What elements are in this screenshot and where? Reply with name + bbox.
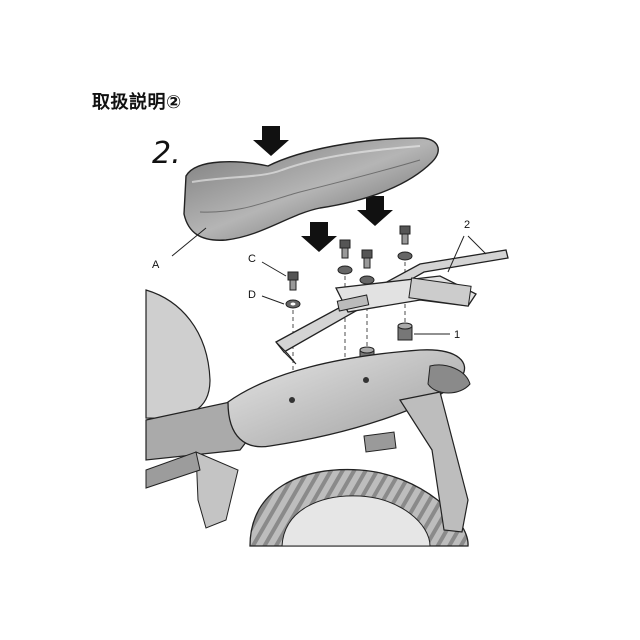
step-number: 2. (152, 136, 181, 171)
arrow-down-icon (357, 196, 393, 226)
bolt-c (397, 225, 413, 261)
turn-signal (363, 431, 397, 453)
label-1: 1 (454, 329, 460, 341)
bolt-c (287, 271, 299, 291)
label-a: A (152, 259, 160, 271)
page-title: 取扱説明② (92, 92, 182, 113)
label-2: 2 (464, 219, 470, 231)
washer-d (285, 299, 301, 309)
bolt-c (359, 249, 375, 285)
arrow-down-icon (301, 222, 337, 252)
leader-line-2 (447, 235, 465, 273)
label-d: D (248, 289, 256, 301)
leader-line-2 (467, 235, 487, 255)
footpeg-bracket (145, 451, 239, 529)
spacer-part-1 (397, 322, 413, 341)
rear-fender (399, 391, 469, 533)
leader-line-c (261, 261, 287, 277)
seat-part-a (183, 137, 439, 241)
motorcycle-tail-section (145, 289, 471, 461)
label-c: C (248, 253, 256, 265)
leader-line-a (171, 227, 207, 257)
leader-line-d (261, 295, 285, 305)
rear-rack-frame (275, 249, 509, 365)
rear-wheel (249, 468, 469, 547)
bolt-c (337, 239, 353, 275)
arrow-down-icon (253, 126, 289, 156)
